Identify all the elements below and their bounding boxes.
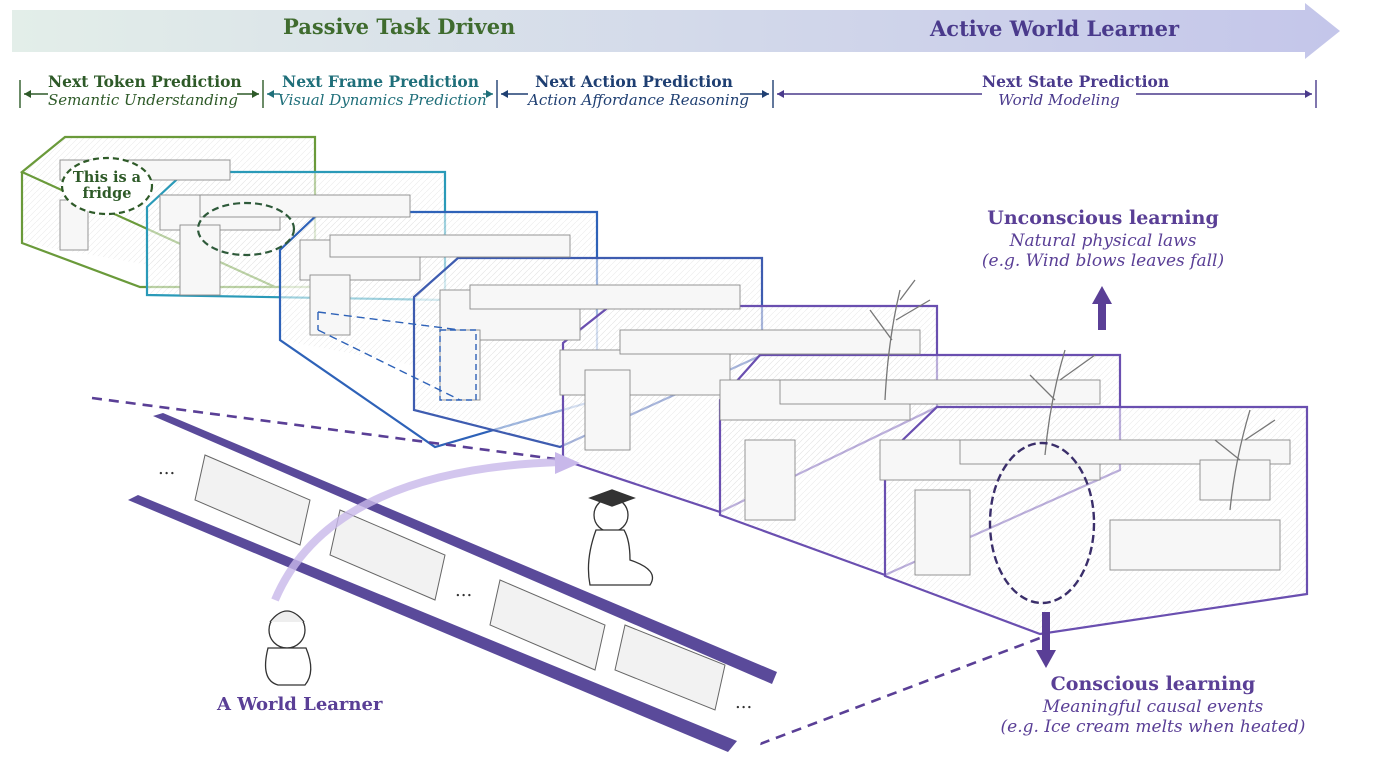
stage-state-title: Next State Prediction — [982, 72, 1170, 91]
unconscious-note: Unconscious learning Natural physical la… — [960, 207, 1246, 271]
learning-arrows — [1036, 286, 1112, 668]
unconscious-title: Unconscious learning — [987, 207, 1219, 229]
film-ellipsis-1: ... — [158, 458, 176, 479]
stage-action-title: Next Action Prediction — [535, 72, 733, 91]
melt-focus-ellipse — [988, 441, 1096, 605]
film-guide-lines — [91, 396, 1041, 746]
kitchen-sketches — [59, 159, 1291, 576]
film-frames — [194, 454, 726, 711]
filmstrip — [128, 413, 780, 752]
baby-sketch — [264, 610, 312, 686]
stage-action-subtitle: Action Affordance Reasoning — [528, 91, 749, 109]
conscious-line2: (e.g. Ice cream melts when heated) — [1000, 717, 1306, 737]
stage-action: Next Action Prediction Action Affordance… — [528, 72, 749, 109]
film-ellipsis-2: ... — [455, 580, 473, 601]
stage-state: Next State Prediction World Modeling — [982, 72, 1170, 109]
graduate-sketch — [587, 489, 654, 586]
unconscious-line2: (e.g. Wind blows leaves fall) — [981, 251, 1225, 271]
conscious-note: Conscious learning Meaningful causal eve… — [995, 673, 1311, 737]
stage-state-subtitle: World Modeling — [998, 91, 1120, 109]
stage-frame-subtitle: Visual Dynamics Prediction — [278, 91, 487, 109]
tree-sketches — [869, 279, 1276, 511]
growth-arrow — [271, 458, 561, 602]
passive-title: Passive Task Driven — [283, 14, 516, 39]
stage-token-subtitle: Semantic Understanding — [48, 91, 238, 109]
film-ellipsis-3: ... — [735, 692, 753, 713]
stage-frame-title: Next Frame Prediction — [282, 72, 479, 91]
fridge-bubble-text: This is a fridge — [72, 169, 142, 202]
stage-token: Next Token Prediction Semantic Understan… — [48, 72, 242, 109]
active-title: Active World Learner — [930, 16, 1180, 41]
world-learner-label: A World Learner — [217, 694, 383, 715]
conscious-title: Conscious learning — [1050, 673, 1256, 695]
fridge-focus-ellipse — [196, 201, 296, 257]
stage-brackets — [19, 80, 1317, 108]
projection-lines — [317, 311, 477, 401]
conscious-line1: Meaningful causal events — [1042, 697, 1264, 717]
stage-token-title: Next Token Prediction — [48, 72, 242, 91]
fridge-bubble — [60, 156, 154, 216]
stage-frame: Next Frame Prediction Visual Dynamics Pr… — [278, 72, 487, 109]
unconscious-line1: Natural physical laws — [1009, 231, 1197, 251]
